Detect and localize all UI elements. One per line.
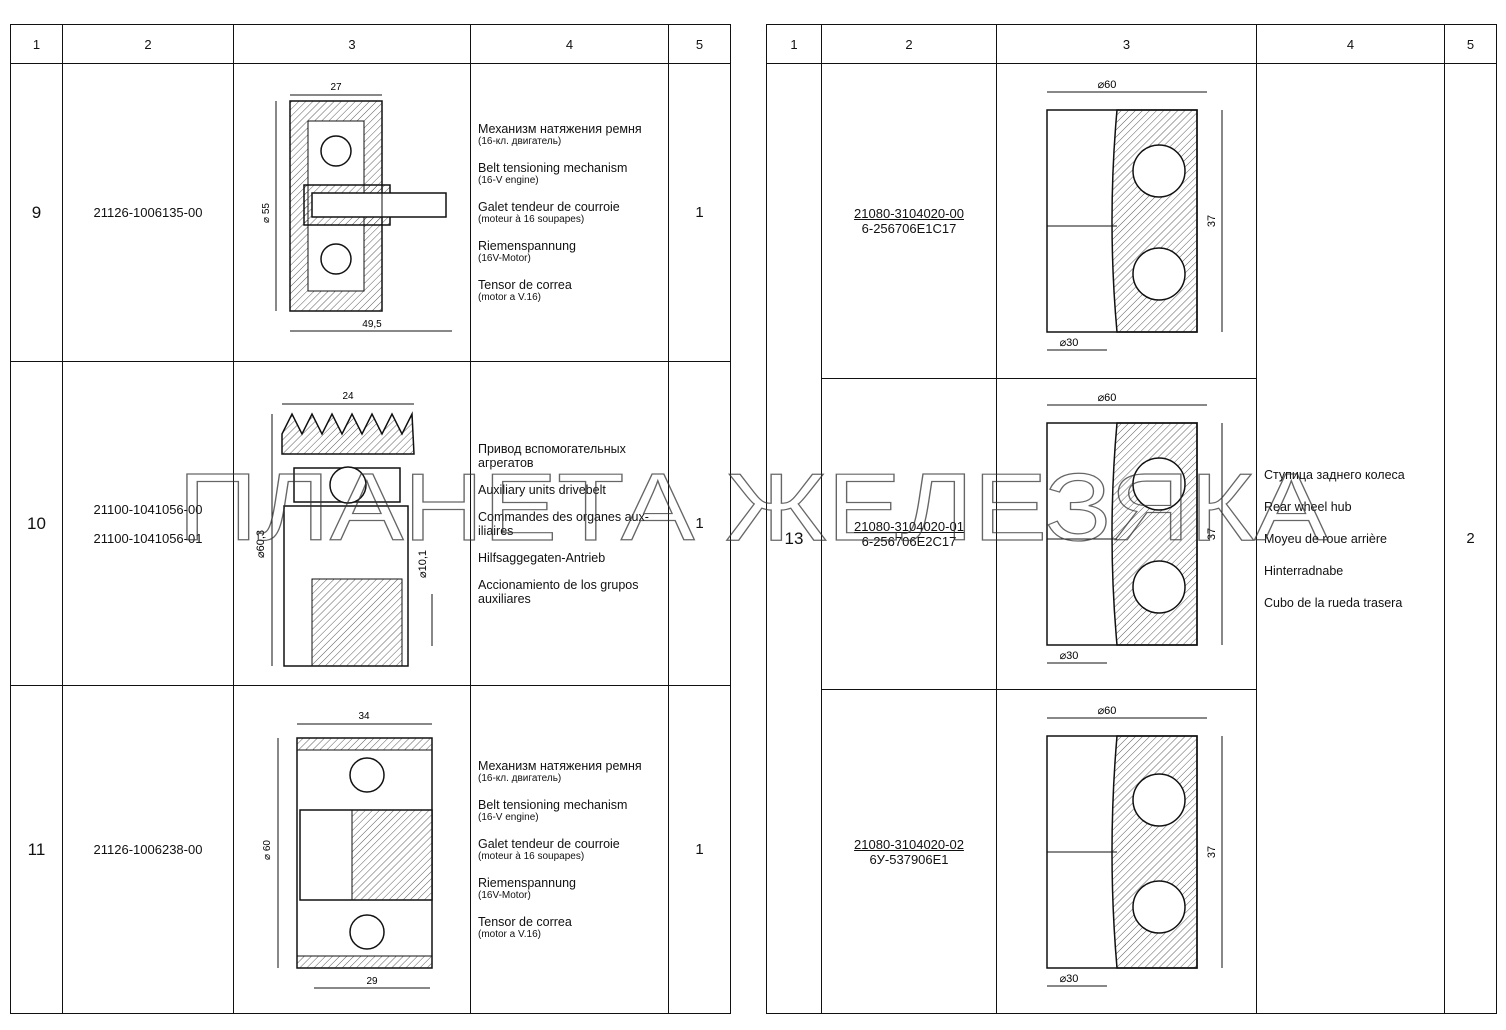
svg-text:24: 24 <box>342 391 354 402</box>
quantity: 1 <box>668 361 731 686</box>
table-row: 11 21126-1006238-00 34 ⌀ 60 29 Механиз <box>10 685 731 1014</box>
table-row: 21080-3104020-01 6-256706E2C17 ⌀60 37 ⌀3… <box>767 378 1497 690</box>
part-drawing-tensioner-2: 34 ⌀ 60 29 <box>233 685 471 1014</box>
header-col-3: 3 <box>996 24 1257 64</box>
svg-text:34: 34 <box>358 711 370 722</box>
part-description: Механизм натяжения ремня(16-кл. двигател… <box>470 63 669 362</box>
part-drawing-hub-3: ⌀60 37 ⌀30 <box>996 689 1257 1014</box>
svg-text:⌀ 60: ⌀ 60 <box>262 839 273 859</box>
quantity: 2 <box>1444 63 1497 1014</box>
header-row: 1 2 3 4 5 <box>766 24 1497 64</box>
table-row: 9 21126-1006135-00 27 ⌀ 55 49,5 Механи <box>10 63 731 362</box>
part-number: 21080-3104020-02 6У-537906E1 <box>821 689 997 1014</box>
part-number: 21126-1006238-00 <box>62 685 234 1014</box>
part-number: 21080-3104020-01 6-256706E2C17 <box>821 378 997 690</box>
quantity: 1 <box>668 63 731 362</box>
parts-table-left: 1 2 3 4 5 9 21126-1006135-00 27 ⌀ 55 <box>10 24 731 1014</box>
header-row: 1 2 3 4 5 <box>10 24 731 64</box>
table-row: 13 21080-3104020-00 6-256706E1C17 ⌀60 37… <box>766 63 1497 1014</box>
part-number: 21126-1006135-00 <box>62 63 234 362</box>
part-description: Механизм натяжения ремня(16-кл. двигател… <box>470 685 669 1014</box>
part-number: 21100-1041056-00 21100-1041056-01 <box>62 361 234 686</box>
svg-text:⌀10,1: ⌀10,1 <box>417 549 429 577</box>
svg-text:⌀30: ⌀30 <box>1059 337 1078 349</box>
part-drawing-hub-2: ⌀60 37 ⌀30 <box>996 378 1257 690</box>
svg-text:⌀ 55: ⌀ 55 <box>261 202 272 222</box>
tensioner-drawing: 27 ⌀ 55 49,5 <box>261 82 452 331</box>
svg-text:49,5: 49,5 <box>362 319 382 330</box>
svg-text:⌀60,3: ⌀60,3 <box>255 529 267 557</box>
table-row: 10 21100-1041056-00 21100-1041056-01 24 … <box>10 361 731 686</box>
header-col-1: 1 <box>766 24 822 64</box>
header-col-4: 4 <box>470 24 669 64</box>
hub-drawing: ⌀60 37 ⌀30 <box>1045 79 1222 351</box>
part-description: Ступица заднего колеса Rear wheel hub Mo… <box>1256 63 1445 1014</box>
svg-text:⌀30: ⌀30 <box>1059 973 1078 985</box>
drivebelt-drawing: 24 ⌀60,3 ⌀10,1 <box>255 391 433 667</box>
row-number: 13 <box>766 63 822 1014</box>
part-drawing-drivebelt: 24 ⌀60,3 ⌀10,1 <box>233 361 471 686</box>
header-col-5: 5 <box>668 24 731 64</box>
row-number: 10 <box>10 361 63 686</box>
table-row: 21080-3104020-02 6У-537906E1 ⌀60 37 ⌀30 <box>767 689 1497 1014</box>
row-number: 9 <box>10 63 63 362</box>
header-col-2: 2 <box>62 24 234 64</box>
svg-text:⌀60: ⌀60 <box>1097 705 1116 717</box>
part-number: 21080-3104020-00 6-256706E1C17 <box>821 63 997 379</box>
parts-table-right: 1 2 3 4 5 13 21080-3104020-00 6-256706E1… <box>766 24 1497 1014</box>
svg-text:37: 37 <box>1206 215 1218 227</box>
quantity: 1 <box>668 685 731 1014</box>
header-col-1: 1 <box>10 24 63 64</box>
header-col-4: 4 <box>1256 24 1445 64</box>
svg-text:37: 37 <box>1206 528 1218 540</box>
part-drawing-tensioner: 27 ⌀ 55 49,5 <box>233 63 471 362</box>
part-drawing-hub-1: ⌀60 37 ⌀30 <box>996 63 1257 379</box>
header-col-3: 3 <box>233 24 471 64</box>
svg-text:⌀60: ⌀60 <box>1097 392 1116 404</box>
part-description: Привод вспомогательных агрегатов Auxilia… <box>470 361 669 686</box>
svg-text:⌀30: ⌀30 <box>1059 650 1078 662</box>
svg-text:⌀60: ⌀60 <box>1097 79 1116 91</box>
hub-drawing: ⌀60 37 ⌀30 <box>1045 392 1222 664</box>
svg-text:27: 27 <box>330 82 342 93</box>
header-col-2: 2 <box>821 24 997 64</box>
hub-drawing: ⌀60 37 ⌀30 <box>1045 705 1222 986</box>
svg-text:37: 37 <box>1206 845 1218 857</box>
tensioner-2-drawing: 34 ⌀ 60 29 <box>262 711 433 988</box>
row-number: 11 <box>10 685 63 1014</box>
header-col-5: 5 <box>1444 24 1497 64</box>
svg-text:29: 29 <box>366 976 378 987</box>
